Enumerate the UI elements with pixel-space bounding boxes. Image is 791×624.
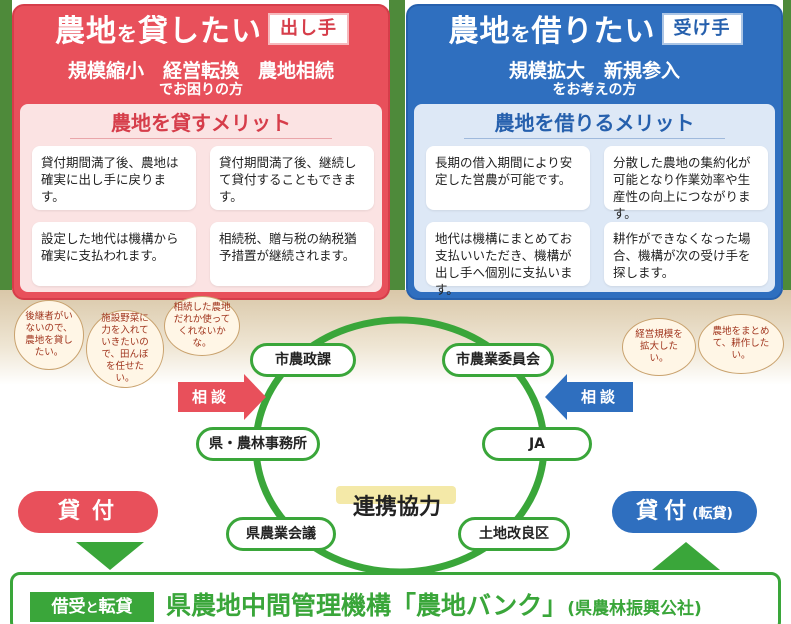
- borrower-consult-arrow: [545, 374, 567, 420]
- borrower-panel: 農地を借りたい受け手 規模拡大 新規参入 をお考えの方 農地を借りるメリット 長…: [406, 4, 783, 300]
- borrower-merits: 農地を借りるメリット 長期の借入期間により安定した営農が可能です。 分散した農地…: [414, 104, 775, 297]
- lender-consult-label: 相談: [178, 382, 244, 412]
- org-ja: JA: [482, 427, 592, 461]
- borrower-merit-card: 地代は機構にまとめてお支払いいただき、機構が出し手へ個別に支払います。: [426, 222, 590, 297]
- borrower-consult-label: 相談: [567, 382, 633, 412]
- lender-merit-card: 貸付期間満了後、農地は確実に出し手に戻ります。: [32, 146, 196, 210]
- borrower-merit-card: 長期の借入期間により安定した営農が可能です。: [426, 146, 590, 210]
- lender-speech-bubble: 施設野菜に力を入れていきたいので、田んぼを任せたい。: [86, 310, 164, 388]
- borrower-merit-divider: [464, 138, 725, 139]
- cooperation-label: 連携協力: [352, 495, 441, 520]
- lender-lend-label: 貸付: [18, 491, 158, 533]
- lend-down-arrow: [76, 542, 144, 570]
- lender-speech-bubble: 相続した農地だれか使ってくれないかな。: [164, 296, 240, 356]
- org-city-agriculture: 市農政課: [250, 343, 356, 377]
- org-prefecture-agriculture-council: 県農業会議: [226, 517, 336, 551]
- lender-consult-arrow: [244, 374, 266, 420]
- lender-subtitle: 規模縮小 経営転換 農地相続: [67, 60, 334, 82]
- lender-panel: 農地を貸したい出し手 規模縮小 経営転換 農地相続 でお困りの方 農地を貸すメリ…: [12, 4, 390, 300]
- cooperation-highlight: [336, 486, 456, 504]
- lender-speech-bubble: 後継者がいないので、農地を貸したい。: [14, 300, 84, 370]
- borrower-speech-bubble: 経営規模を拡大したい。: [622, 318, 696, 376]
- lender-role-badge: 出し手: [268, 12, 349, 45]
- land-bank-name: 県農地中間管理機構「農地バンク」(県農林振興公社): [166, 591, 702, 620]
- lender-header: 農地を貸したい出し手 規模縮小 経営転換 農地相続 でお困りの方: [14, 6, 388, 100]
- borrower-subtitle: 規模拡大 新規参入: [508, 60, 680, 82]
- borrower-title: 農地を借りたい受け手: [408, 12, 781, 54]
- borrower-header: 農地を借りたい受け手 規模拡大 新規参入 をお考えの方: [408, 6, 781, 100]
- borrower-subtitle2: をお考えの方: [552, 82, 637, 98]
- org-city-agriculture-committee: 市農業委員会: [442, 343, 554, 377]
- org-prefecture-agriforest-office: 県・農林事務所: [196, 427, 320, 461]
- borrower-role-badge: 受け手: [661, 12, 743, 45]
- lender-merit-card: 相続税、贈与税の納税猶予措置が継続されます。: [210, 222, 374, 286]
- borrower-lend-label: 貸付(転貸): [612, 491, 757, 533]
- org-land-improvement-district: 土地改良区: [458, 517, 570, 551]
- lender-subtitle2: でお困りの方: [159, 82, 243, 98]
- lender-merit-divider: [70, 138, 332, 139]
- lender-merit-title: 農地を貸すメリット: [111, 111, 291, 135]
- lender-title: 農地を貸したい出し手: [14, 12, 388, 54]
- lender-merit-card: 貸付期間満了後、継続して貸付することもできます。: [210, 146, 374, 210]
- background-strip-left: [0, 0, 12, 300]
- lender-merit-card: 設定した地代は機構から確実に支払われます。: [32, 222, 196, 286]
- background-strip-middle: [389, 0, 405, 300]
- borrower-merit-card: 分散した農地の集約化が可能となり作業効率や生産性の向上につながります。: [604, 146, 768, 221]
- borrower-speech-bubble: 農地をまとめて、耕作したい。: [698, 314, 784, 374]
- land-bank-tag: 借受と転貸: [30, 592, 154, 622]
- borrower-merit-title: 農地を借りるメリット: [494, 111, 695, 135]
- borrower-merit-card: 耕作ができなくなった場合、機構が次の受け手を探します。: [604, 222, 768, 286]
- lend-up-arrow: [652, 542, 720, 570]
- lender-merits: 農地を貸すメリット 貸付期間満了後、農地は確実に出し手に戻ります。 貸付期間満了…: [20, 104, 382, 292]
- background-strip-right: [783, 0, 791, 300]
